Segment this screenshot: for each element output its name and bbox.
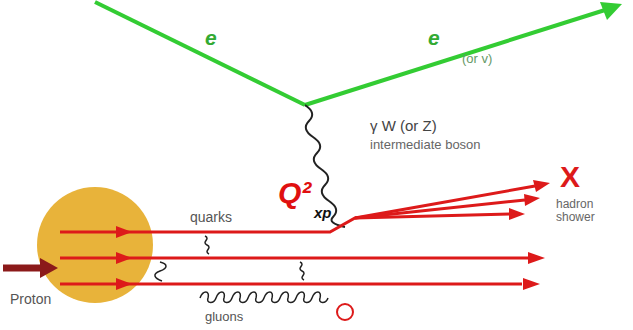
quark-loop	[337, 304, 353, 320]
proton-arrowhead	[40, 258, 58, 278]
lepton-label: e	[205, 26, 217, 49]
gluon-coils	[155, 236, 328, 303]
fragment-line	[355, 214, 510, 218]
fragment-line	[355, 200, 525, 218]
proton-blob	[37, 187, 153, 303]
proton-label: Proton	[10, 292, 51, 307]
neutrino-note: (or v)	[462, 52, 492, 66]
quark-arrowheads	[116, 180, 550, 290]
incoming-electron	[95, 2, 305, 105]
outgoing-lepton	[305, 10, 605, 105]
lepton-label: e	[428, 26, 440, 49]
hadron-note: hadron shower	[556, 198, 626, 224]
gluons-label: gluons	[205, 310, 243, 324]
final-state-label: X	[560, 160, 580, 193]
boson-caption: intermediate boson	[370, 138, 481, 152]
quarks-label: quarks	[190, 210, 232, 225]
momentum-transfer: Q²	[278, 176, 311, 209]
momentum-fraction: xp	[314, 205, 332, 222]
lepton-arrowhead	[600, 2, 622, 20]
proton-arrow	[3, 265, 42, 272]
boson-label: γ W (or Z)	[370, 118, 437, 135]
